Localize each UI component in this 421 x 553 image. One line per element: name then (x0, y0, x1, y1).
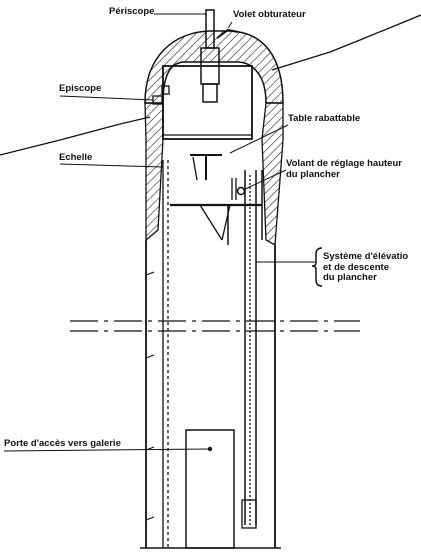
elevation-column (241, 170, 263, 529)
leader-lines (3, 13, 316, 452)
ground-line (0, 14, 421, 156)
adjustable-floor (170, 203, 262, 245)
label-volant: Volant de réglage hauteur du plancher (286, 158, 405, 180)
cloche-left-wall (144, 102, 164, 242)
label-volet-obturateur: Volet obturateur (233, 9, 306, 20)
label-periscope: Périscope (109, 6, 154, 17)
label-table-rabattable: Table rabattable (288, 113, 360, 124)
label-episcope: Episcope (59, 83, 101, 94)
system-brace (311, 247, 323, 287)
shutter-flap-icon (216, 28, 239, 39)
ladder (162, 160, 169, 548)
label-echelle: Echelle (59, 152, 92, 163)
section-break (70, 320, 360, 332)
cloche-right-wall (261, 102, 284, 247)
cloche-dome (144, 30, 284, 104)
periscope-icon (200, 9, 220, 103)
access-door (185, 429, 235, 549)
handwheel-icon (231, 178, 246, 200)
label-porte: Porte d'accès vers galerie (4, 438, 121, 449)
label-systeme: Système d'élévatio et de descente du pla… (323, 251, 411, 283)
folding-table-icon (190, 154, 222, 181)
